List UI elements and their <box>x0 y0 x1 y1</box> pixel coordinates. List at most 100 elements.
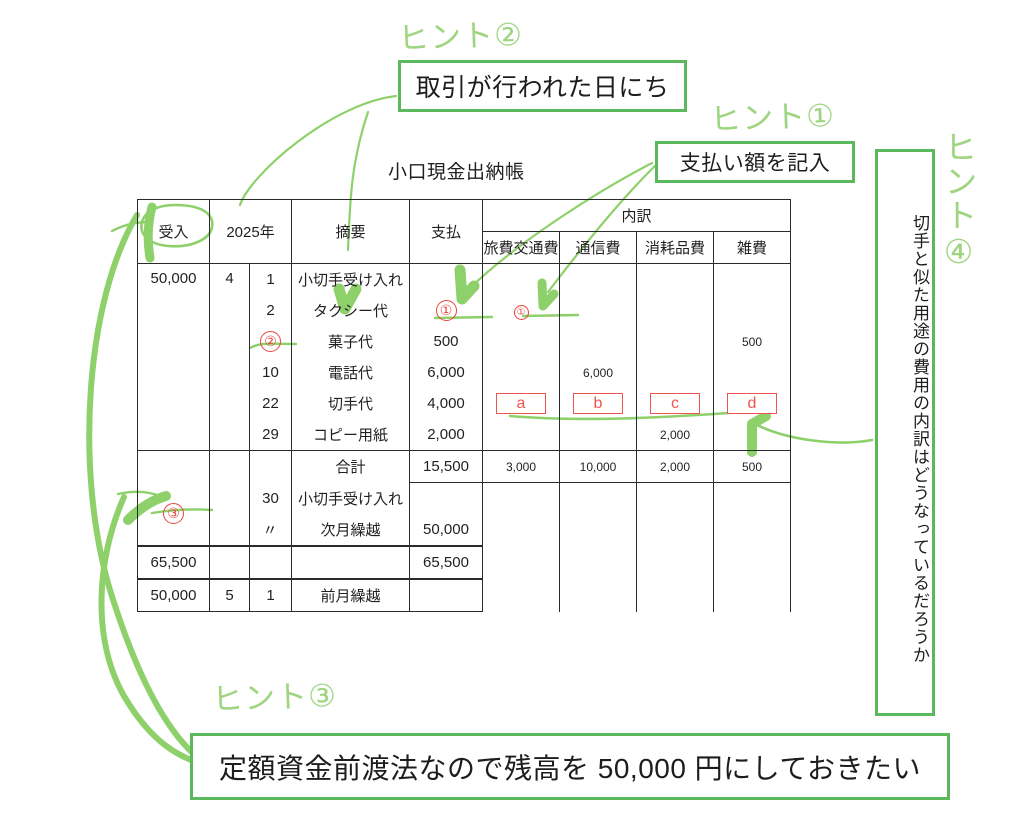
cell-day: 29 <box>249 419 292 451</box>
cell-misc <box>712 419 792 451</box>
cell-bf-month: 5 <box>209 578 250 612</box>
table-row: 30 小切手受け入れ <box>138 482 792 612</box>
cell-misc: 500 <box>712 326 792 357</box>
cell-day: 2 <box>249 295 292 326</box>
cell-bf-day: 1 <box>249 578 292 612</box>
table-row: 10 電話代 6,000 6,000 <box>138 357 792 388</box>
cell-blank-misc <box>712 482 792 612</box>
cell-month-empty <box>209 450 250 546</box>
hint-label-4: ヒント④ <box>939 130 978 272</box>
table-row-brought-forward: 50,000 5 1 前月繰越 <box>137 578 791 612</box>
cell-bf-receipt: 50,000 <box>137 578 210 612</box>
cell-sum-day <box>249 545 292 580</box>
answer-marker-1-payment: ① <box>435 300 457 321</box>
cell-comm <box>559 263 637 295</box>
cell-supply: c <box>636 388 714 419</box>
callout-transaction-date: 取引が行われた日にち <box>398 60 687 112</box>
cell-total-supply: 2,000 <box>636 450 714 483</box>
cell-misc <box>712 357 792 388</box>
petty-cash-ledger-table: 受入 2025年 摘要 支払 内訳 旅費交通費 通信費 消耗品費 雑費 50,0… <box>137 199 792 612</box>
cell-total-payment: 15,500 <box>409 450 483 483</box>
cell-travel <box>482 419 560 451</box>
cell-misc <box>712 263 792 295</box>
cell-total-comm: 10,000 <box>559 450 637 483</box>
cell-comm <box>559 295 637 326</box>
cell-month: 4 <box>209 263 250 451</box>
cell-payment: 50,000 <box>409 514 483 547</box>
ditto-mark: 〃 <box>262 522 279 539</box>
cell-description: タクシー代 <box>291 295 410 326</box>
cell-blank-comm <box>559 482 637 612</box>
header-year: 2025年 <box>209 199 292 264</box>
cell-description: 小切手受け入れ <box>291 482 410 514</box>
header-breakdown-comm: 通信費 <box>559 231 637 264</box>
page-title: 小口現金出納帳 <box>388 162 525 183</box>
cell-day: 30 <box>249 482 292 514</box>
cell-day: 22 <box>249 388 292 419</box>
cell-travel <box>482 357 560 388</box>
cell-supply: 2,000 <box>636 419 714 451</box>
callout-breakdown-question: 切手と似た用途の費用の内訳はどうなっているだろうか <box>875 149 935 716</box>
cell-payment <box>409 482 483 514</box>
cell-description: 電話代 <box>291 357 410 388</box>
answer-marker-2-day: ② <box>260 331 281 352</box>
answer-box-a: a <box>495 393 547 414</box>
cell-bf-description: 前月繰越 <box>291 578 410 612</box>
answer-box-c: c <box>650 393 700 414</box>
cell-payment: 2,000 <box>409 419 483 451</box>
cell-payment: 6,000 <box>409 357 483 388</box>
table-row: 22 切手代 4,000 a b c d <box>138 388 792 419</box>
answer-marker-1-travel: ① <box>513 304 529 320</box>
hint2-connector <box>238 94 398 207</box>
cell-comm: b <box>559 388 637 419</box>
cell-total-travel: 3,000 <box>482 450 560 483</box>
table-row: 29 コピー用紙 2,000 2,000 <box>138 419 792 451</box>
cell-travel <box>482 263 560 295</box>
cell-bf-payment <box>409 578 483 612</box>
callout-payment-amount: 支払い額を記入 <box>655 141 855 183</box>
cell-blank-supply <box>636 482 714 612</box>
table-row-total: ③ 合計 15,500 3,000 10,000 2,000 500 <box>137 450 792 546</box>
cell-description: コピー用紙 <box>291 419 410 451</box>
cell-description: 次月繰越 <box>291 514 410 547</box>
cell-supply <box>636 295 714 326</box>
answer-box-b: b <box>572 393 624 414</box>
table-row: ② 菓子代 500 500 <box>138 326 792 357</box>
cell-sum-receipt: 65,500 <box>137 545 210 580</box>
cell-total-label: 合計 <box>291 450 410 483</box>
answer-marker-3-receipt: ③ <box>163 503 184 524</box>
table-row: 50,000 4 1 小切手受け入れ <box>137 263 792 451</box>
cell-comm <box>559 326 637 357</box>
hint-label-2: ヒント② <box>397 16 524 58</box>
header-breakdown-travel: 旅費交通費 <box>482 231 560 264</box>
cell-day: 10 <box>249 357 292 388</box>
cell-payment: 4,000 <box>409 388 483 419</box>
cell-misc <box>712 295 792 326</box>
cell-day: ② <box>249 326 292 357</box>
cell-total-misc: 500 <box>712 450 792 483</box>
cell-comm: 6,000 <box>559 357 637 388</box>
hint-label-3: ヒント③ <box>211 677 338 719</box>
cell-payment <box>409 263 483 295</box>
cell-sum-payment: 65,500 <box>409 545 483 580</box>
cell-description: 小切手受け入れ <box>291 263 410 295</box>
cell-blank-travel <box>482 482 560 612</box>
header-breakdown-misc: 雑費 <box>712 231 792 264</box>
cell-payment: ① <box>409 295 483 326</box>
cell-travel <box>482 326 560 357</box>
cell-day: 〃 <box>249 514 292 547</box>
callout-balance-note: 定額資金前渡法なので残高を 50,000 円にしておきたい <box>190 733 950 800</box>
cell-travel: a <box>482 388 560 419</box>
table-row: 〃 次月繰越 50,000 <box>138 514 791 547</box>
cell-supply <box>636 263 714 295</box>
answer-box-d: d <box>726 393 778 414</box>
cell-sum-description <box>291 545 410 580</box>
table-row-sum: 65,500 65,500 <box>137 545 791 580</box>
cell-receipt-closing: ③ <box>137 450 210 546</box>
cell-supply <box>636 357 714 388</box>
header-breakdown: 内訳 <box>481 199 792 232</box>
cell-receipt: 50,000 <box>137 263 210 451</box>
cell-supply <box>636 326 714 357</box>
header-description: 摘要 <box>291 199 410 264</box>
table-row: 2 タクシー代 ① ① <box>138 295 792 326</box>
